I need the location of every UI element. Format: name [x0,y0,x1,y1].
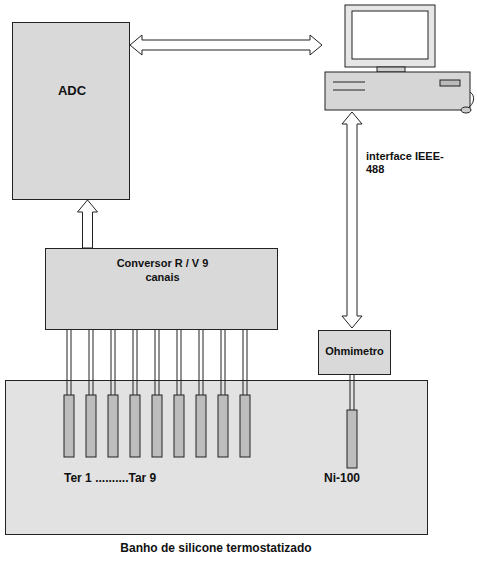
probe-stroke [181,330,182,395]
device-box: Conversor R / V 9 canais [45,248,278,330]
device-box: ADC [12,22,130,200]
bath-box: Ter 1 ..........Tar 9Ni-100Banho de sili… [5,380,428,535]
probe-stroke [115,330,116,395]
signal-arrow [78,200,98,248]
probe-stroke [155,330,156,395]
probe-stroke [218,395,228,457]
probe-stroke [137,330,138,395]
probe-stroke [108,395,118,457]
box-label: Ohmimetro [319,345,390,359]
probe-stroke [196,395,206,457]
data-bus-arrow [130,35,322,55]
probe-stroke [86,395,96,457]
box-label: Ter 1 ..........Tar 9 [64,471,264,486]
probe-stroke [130,395,140,457]
probe-stroke [174,395,184,457]
probe-stroke [240,395,250,457]
probe-stroke [177,330,178,395]
probe-stroke [225,330,226,395]
probe-stroke [243,330,244,395]
ieee-bus-arrow [342,112,362,328]
box-label: Conversor R / V 9 canais [106,257,219,285]
ni100-probe [347,375,357,468]
probe-stroke [133,330,134,395]
probe-stroke [203,330,204,395]
probe-stroke [64,395,74,457]
device-box: Ohmimetro [318,330,391,375]
box-label: Banho de silicone termostatizado [66,541,366,556]
probe-stroke [89,330,90,395]
probe-stroke [71,330,72,395]
box-label: Ni-100 [324,471,394,486]
thermistor-probes [64,330,250,457]
probe-stroke [67,330,68,395]
interface-label: interface IEEE-488 [366,150,446,176]
probe-stroke [152,395,162,457]
probe-stroke [111,330,112,395]
probe-stroke [221,330,222,395]
probe-stroke [159,330,160,395]
probe-stroke [247,330,248,395]
box-label: ADC [13,83,131,99]
computer-illustration [325,5,474,113]
probe-stroke [199,330,200,395]
probe-stroke [93,330,94,395]
bath-fill [5,380,428,535]
